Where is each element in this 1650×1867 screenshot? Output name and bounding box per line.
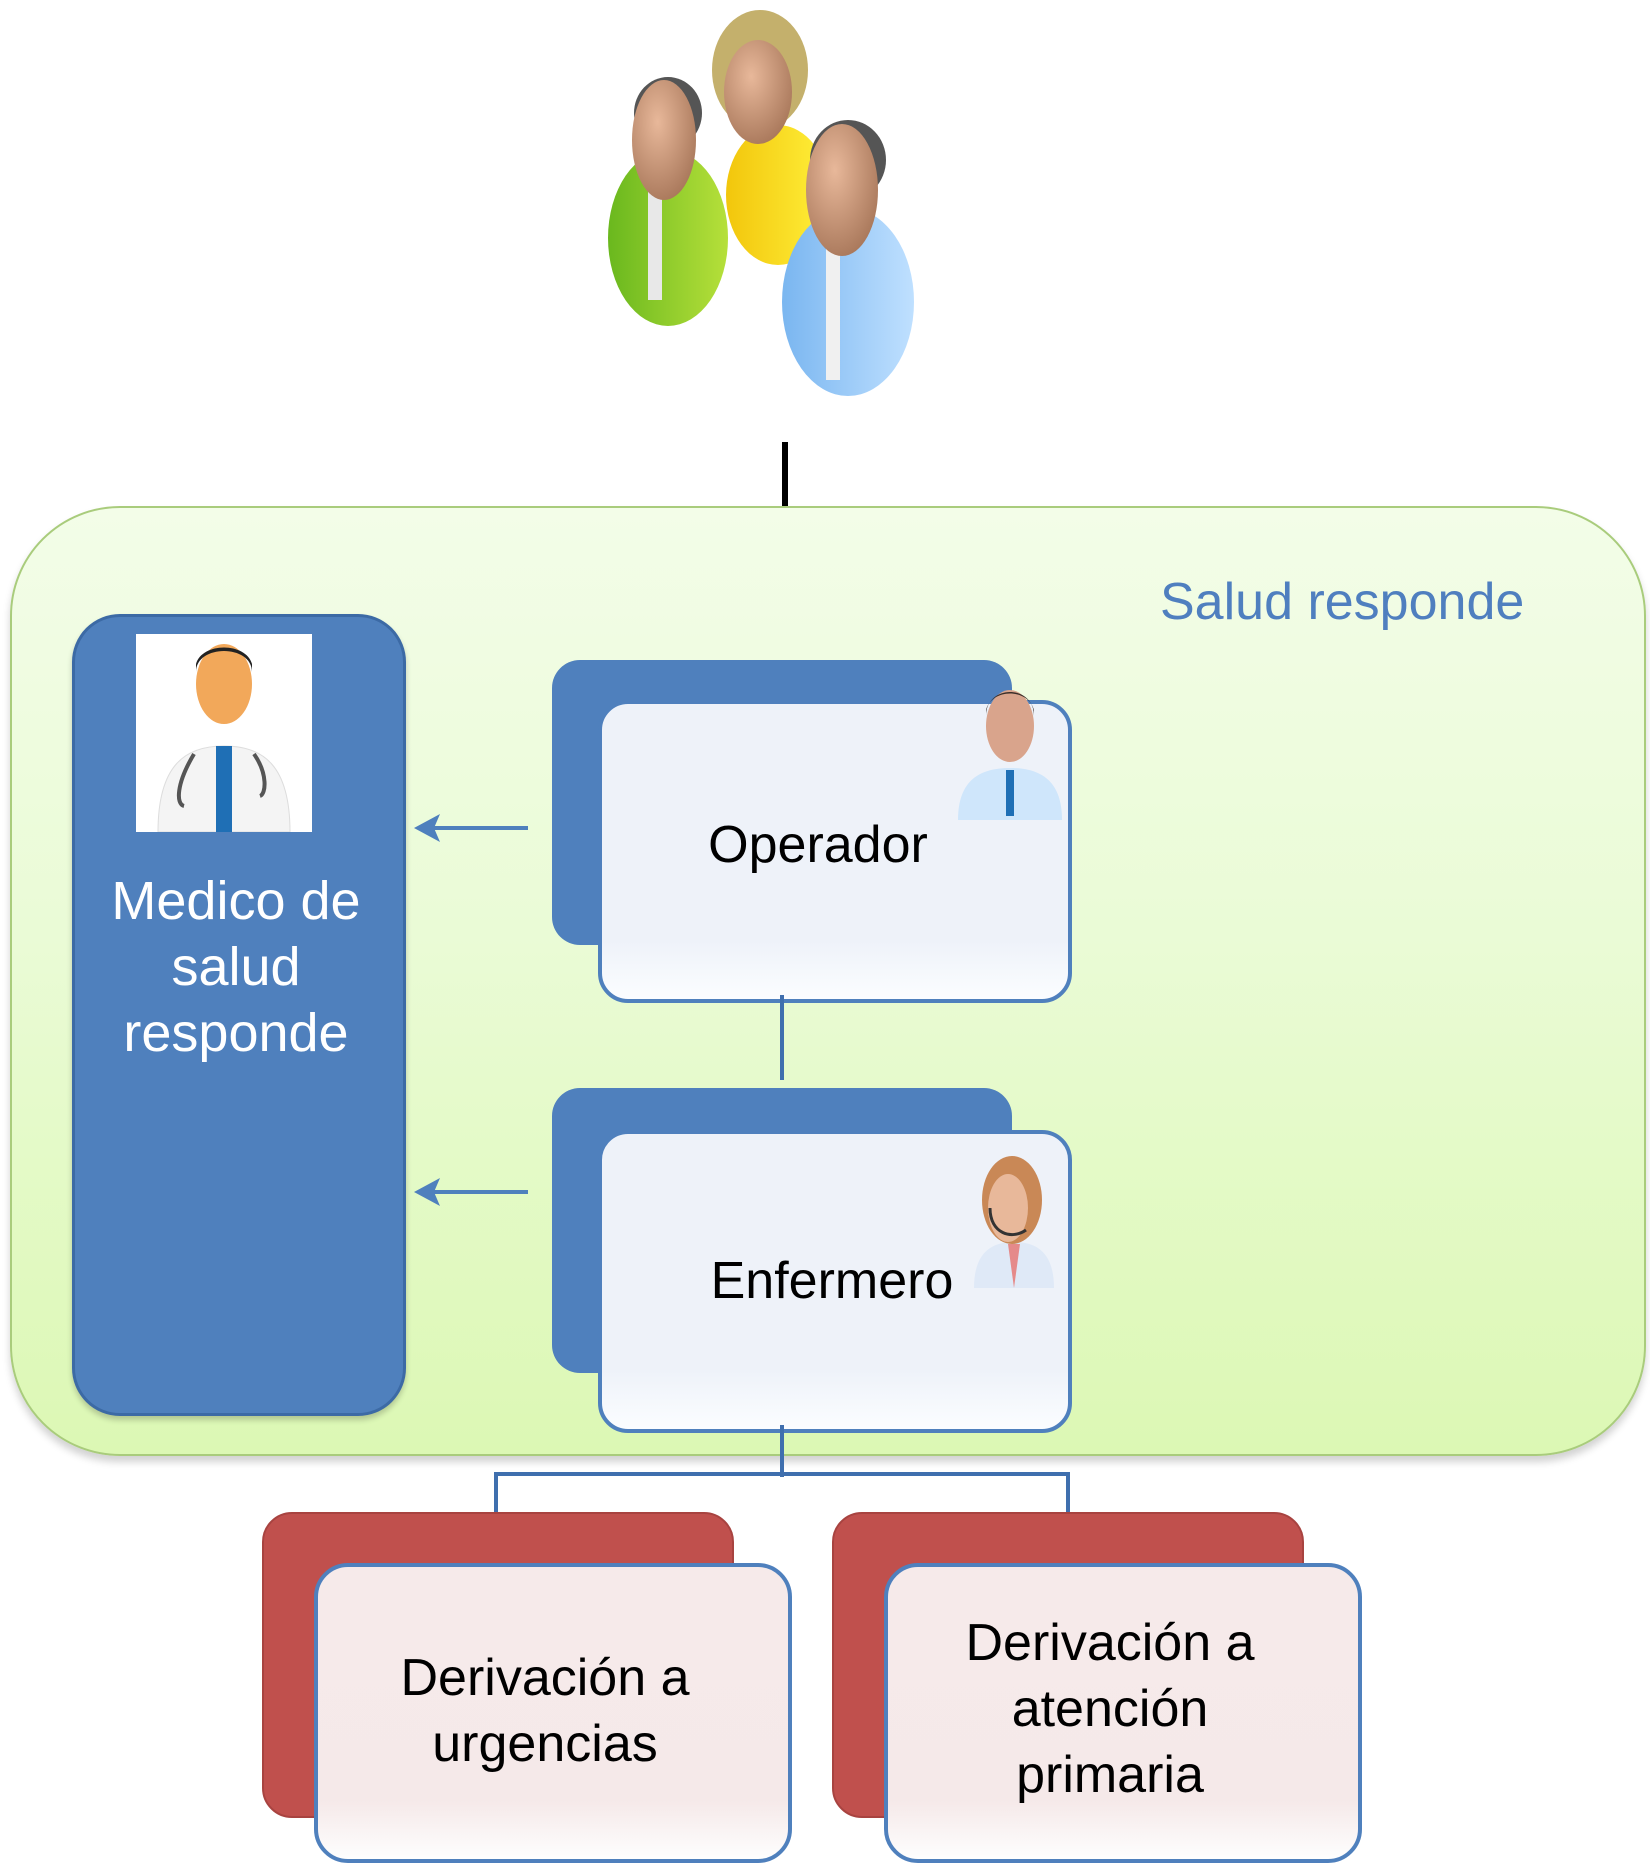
operador-headset-man-icon — [950, 680, 1070, 825]
atencion-primaria-card[interactable] — [884, 1563, 1362, 1863]
arrow-enfermero-to-medico — [414, 1178, 528, 1206]
operador-label: Operador — [708, 816, 928, 874]
urgencias-card[interactable] — [314, 1563, 792, 1863]
container-title: Salud responde — [1160, 573, 1525, 631]
patients-group-icon — [608, 10, 914, 396]
urgencias-label: Derivación a urgencias — [400, 1649, 690, 1773]
connector-operador-enfermero — [780, 995, 784, 1080]
enfermero-label: Enfermero — [710, 1252, 954, 1310]
doctor-stethoscope-icon — [136, 634, 312, 833]
atencion-primaria-label: Derivación a atención primaria — [965, 1614, 1255, 1804]
connector-to-urgencias — [494, 1472, 498, 1514]
medico-label: Medico de salud responde — [111, 871, 361, 1063]
connector-enfermero-down — [780, 1425, 784, 1477]
connector-to-atencion-primaria — [1066, 1472, 1070, 1514]
arrow-operador-to-medico — [414, 814, 528, 842]
connector-branch-horizontal — [494, 1472, 1070, 1476]
nurse-headset-woman-icon — [968, 1148, 1058, 1293]
